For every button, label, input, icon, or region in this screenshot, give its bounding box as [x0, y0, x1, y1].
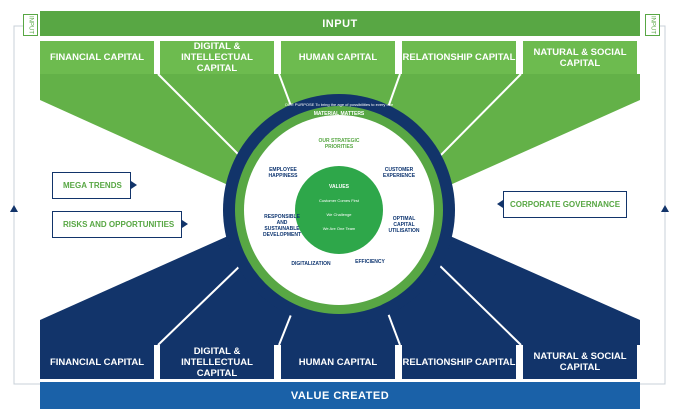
optimal-capital-label: OPTIMAL CAPITAL UTILISATION — [388, 216, 420, 234]
right-up-arrow-icon — [661, 205, 669, 212]
values-title: VALUES — [329, 184, 349, 190]
bottom-capital-digital: DIGITAL & INTELLECTUAL CAPITAL — [160, 345, 274, 379]
governance-arrow-icon — [497, 200, 503, 208]
responsible-development-label: RESPONSIBLE AND SUSTAINABLE DEVELOPMENT — [262, 214, 302, 238]
purpose-label: OUR PURPOSE To bring the age of possibil… — [284, 102, 394, 107]
risks-opportunities-box: RISKS AND OPPORTUNITIES — [52, 211, 182, 238]
bottom-capital-financial: FINANCIAL CAPITAL — [40, 345, 154, 379]
employee-happiness-label: EMPLOYEE HAPPINESS — [268, 167, 298, 179]
left-up-arrow-icon — [10, 205, 18, 212]
risks-arrow-icon — [182, 220, 188, 228]
customer-experience-label: CUSTOMER EXPERIENCE — [382, 167, 416, 179]
top-capital-financial: FINANCIAL CAPITAL — [40, 41, 154, 74]
left-input-tab: INPUT — [23, 14, 38, 36]
value-created-header: VALUE CREATED — [40, 382, 640, 409]
bottom-capital-natural: NATURAL & SOCIAL CAPITAL — [523, 345, 637, 379]
right-input-tab: INPUT — [645, 14, 660, 36]
strategic-priorities-label: OUR STRATEGIC PRIORITIES — [318, 138, 360, 150]
material-matters-label: MATERIAL MATTERS — [313, 111, 365, 117]
digitalization-label: DIGITALIZATION — [291, 261, 331, 267]
top-capital-relationship: RELATIONSHIP CAPITAL — [402, 41, 516, 74]
corporate-governance-box: CORPORATE GOVERNANCE — [503, 191, 627, 218]
top-capital-digital: DIGITAL & INTELLECTUAL CAPITAL — [160, 41, 274, 74]
value-item: Customer Comes First — [318, 198, 359, 203]
efficiency-label: EFFICIENCY — [355, 259, 385, 265]
mega-trends-arrow-icon — [131, 181, 137, 189]
bottom-capital-human: HUMAN CAPITAL — [281, 345, 395, 379]
mega-trends-box: MEGA TRENDS — [52, 172, 131, 199]
top-capital-human: HUMAN CAPITAL — [281, 41, 395, 74]
value-item: We Challenge — [326, 212, 352, 217]
value-item: We Are One Team — [322, 226, 356, 231]
bottom-capital-relationship: RELATIONSHIP CAPITAL — [402, 345, 516, 379]
core-circle — [295, 166, 383, 254]
input-header: INPUT — [40, 11, 640, 36]
top-capital-natural: NATURAL & SOCIAL CAPITAL — [523, 41, 637, 74]
